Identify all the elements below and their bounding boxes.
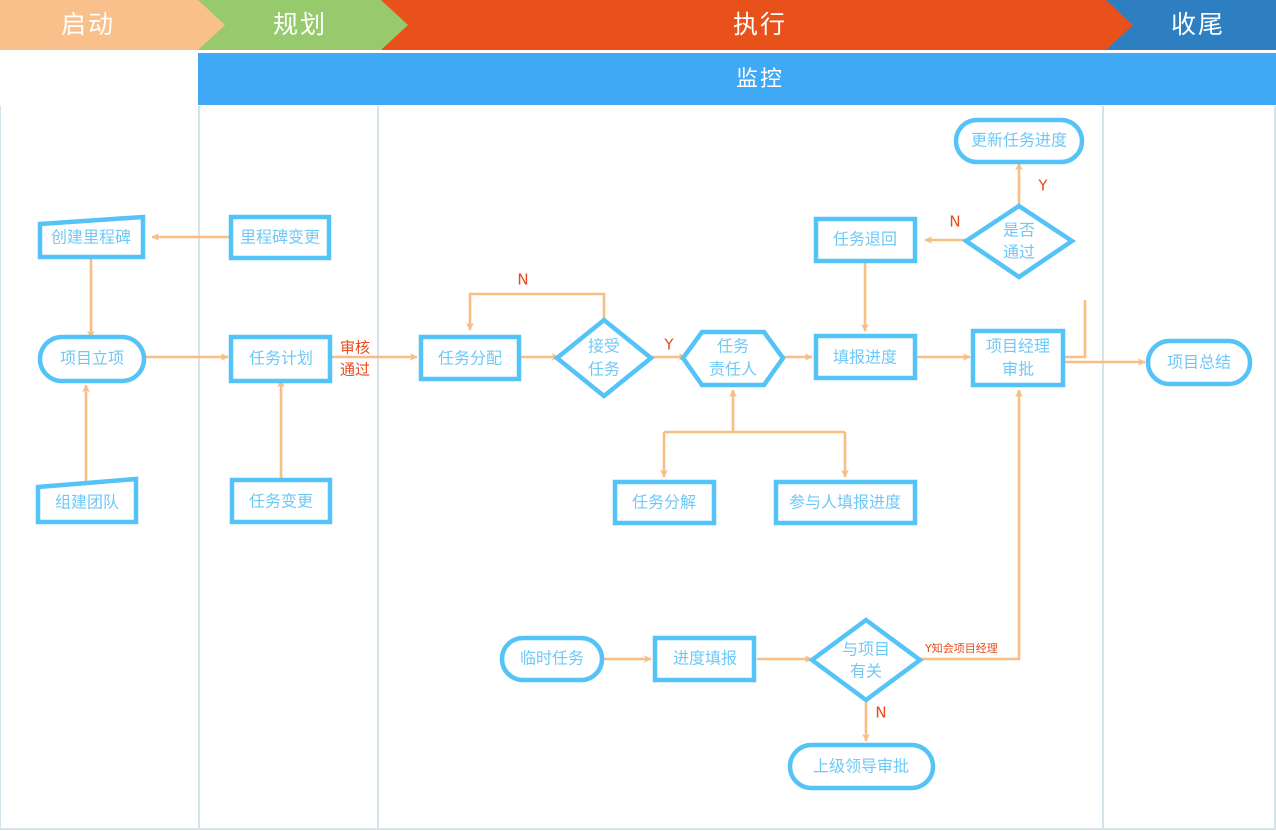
edge-label-approved-yes: Y [1037, 177, 1048, 195]
edge-label-related-yes: Y知会项目经理 [924, 641, 998, 655]
edge-label-related-no: N [875, 704, 886, 722]
node-milestone-change[interactable]: 里程碑变更 [228, 214, 332, 261]
node-pm-approval-label-line2: 审批 [1002, 360, 1034, 379]
node-task-owner[interactable]: 任务 责任人 [680, 329, 786, 388]
edge-related-yes-to-pm-approval [920, 389, 1023, 661]
node-task-assign[interactable]: 任务分配 [418, 334, 522, 382]
phase-banner-execute[interactable]: 执行 [381, 0, 1140, 50]
node-task-change[interactable]: 任务变更 [229, 477, 333, 525]
phase-banner-execute-label: 执行 [733, 10, 787, 39]
phase-banner-plan[interactable]: 规划 [198, 0, 415, 50]
phase-banner-initiate-label: 启动 [61, 10, 115, 39]
phase-banner-plan-label: 规划 [273, 10, 327, 39]
monitor-banner-label: 监控 [736, 67, 784, 92]
node-accept-task-label-line2: 任务 [588, 360, 620, 379]
monitor-banner[interactable]: 监控 [198, 53, 1276, 105]
node-fill-progress-label: 填报进度 [833, 348, 897, 367]
edge-pm-approval-to-is-approved [1064, 300, 1087, 359]
lane-dividers [0, 106, 1276, 830]
node-task-plan-label: 任务计划 [249, 349, 313, 368]
node-update-progress-label: 更新任务进度 [971, 131, 1067, 150]
node-is-approved[interactable]: 是否 通过 [961, 203, 1077, 280]
node-task-return[interactable]: 任务退回 [813, 216, 918, 264]
edge-label-review-passed-line2: 通过 [340, 361, 370, 379]
node-update-progress[interactable]: 更新任务进度 [953, 117, 1085, 165]
node-task-change-label: 任务变更 [249, 492, 313, 511]
node-build-team[interactable]: 组建团队 [35, 476, 139, 525]
phase-banner-close-label: 收尾 [1171, 10, 1225, 39]
flow-edges [82, 162, 1146, 742]
node-project-summary-label: 项目总结 [1167, 353, 1231, 372]
edge-label-accept-no: N [517, 271, 528, 289]
edge-label-review-passed-line1: 审核 [340, 339, 370, 357]
node-fill-progress[interactable]: 填报进度 [813, 333, 918, 381]
node-task-return-label: 任务退回 [833, 230, 897, 249]
node-build-team-label: 组建团队 [55, 493, 119, 512]
node-related-to-project[interactable]: 与项目 有关 [808, 617, 924, 703]
node-task-breakdown[interactable]: 任务分解 [612, 479, 717, 526]
node-project-summary[interactable]: 项目总结 [1145, 338, 1253, 387]
node-temp-task[interactable]: 临时任务 [499, 635, 605, 683]
node-participant-report-label: 参与人填报进度 [789, 493, 901, 512]
node-pm-approval-label-line1: 项目经理 [986, 337, 1050, 356]
node-project-initiation[interactable]: 项目立项 [37, 334, 147, 384]
node-is-approved-label-line1: 是否 [1003, 221, 1035, 240]
node-progress-report[interactable]: 进度填报 [652, 635, 757, 683]
edge-label-accept-yes: Y [663, 336, 674, 354]
edge-accept-task-no-to-task-assign [466, 292, 606, 331]
node-project-initiation-label: 项目立项 [60, 349, 124, 368]
node-accept-task-label-line1: 接受 [588, 337, 620, 356]
edge-labels: 审核 通过 N Y Y N Y知会项目经理 N [340, 177, 1048, 722]
node-is-approved-label-line2: 通过 [1003, 243, 1035, 262]
phase-banner-close[interactable]: 收尾 [1106, 0, 1276, 50]
node-pm-approval[interactable]: 项目经理 审批 [970, 328, 1066, 388]
edge-label-approved-no: N [949, 213, 960, 231]
node-create-milestone[interactable]: 创建里程碑 [37, 214, 146, 260]
node-task-plan[interactable]: 任务计划 [228, 334, 333, 384]
node-progress-report-label: 进度填报 [673, 649, 737, 668]
node-related-to-project-label-line1: 与项目 [842, 640, 890, 659]
node-participant-report[interactable]: 参与人填报进度 [773, 479, 918, 526]
node-create-milestone-label: 创建里程碑 [51, 228, 131, 247]
node-leader-approval-label: 上级领导审批 [813, 757, 909, 776]
node-related-to-project-label-line2: 有关 [850, 662, 882, 681]
node-temp-task-label: 临时任务 [520, 649, 584, 668]
node-task-assign-label: 任务分配 [438, 349, 502, 368]
node-task-owner-label-line1: 任务 [717, 337, 749, 356]
phase-banner-initiate[interactable]: 启动 [0, 0, 232, 50]
node-task-owner-label-line2: 责任人 [709, 360, 757, 379]
node-task-breakdown-label: 任务分解 [632, 493, 696, 512]
node-accept-task[interactable]: 接受 任务 [553, 317, 655, 399]
node-leader-approval[interactable]: 上级领导审批 [787, 742, 936, 791]
node-milestone-change-label: 里程碑变更 [240, 228, 320, 247]
